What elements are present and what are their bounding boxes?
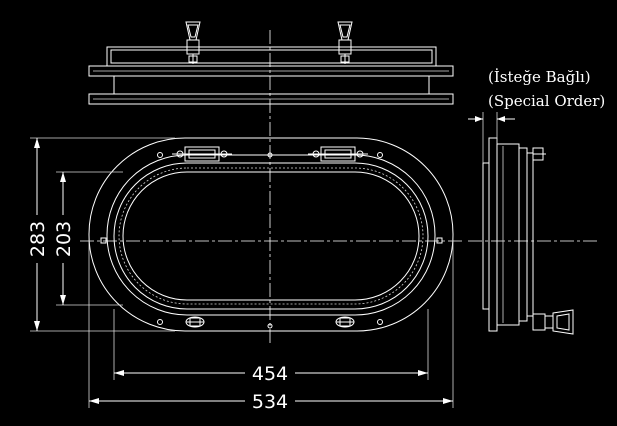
gasket-oval: [118, 167, 424, 305]
dimension-534: 534: [88, 240, 454, 413]
dimension-203: 203: [52, 171, 123, 306]
top-view: [88, 21, 454, 345]
bolt-holes: [100, 152, 443, 329]
special-order-note: (Special Order): [488, 92, 605, 110]
dimension-label-534: 534: [252, 391, 288, 413]
clamp-right: [335, 316, 355, 328]
bottom-flange: [88, 93, 454, 105]
dimension-454: 454: [113, 309, 429, 385]
outer-flange-oval: [88, 137, 454, 332]
dimension-label-283: 283: [27, 221, 49, 257]
top-handle-left: [185, 21, 201, 64]
optional-note-turkish: (İsteğe Bağlı): [488, 68, 591, 86]
frame-oval: [106, 154, 436, 316]
front-view: [80, 137, 465, 332]
top-frame: [113, 75, 430, 95]
top-handle-right: [337, 21, 353, 64]
glass-inner-oval: [122, 171, 420, 301]
hinge-right: [308, 146, 368, 162]
side-clamp-handle: [532, 309, 574, 335]
dimension-label-454: 454: [252, 363, 288, 385]
hinge-left: [172, 146, 232, 162]
side-view: [468, 112, 600, 335]
dimension-label-203: 203: [53, 221, 75, 257]
dimension-283: 283: [26, 137, 175, 332]
glass-outer-oval: [113, 162, 429, 310]
clamp-left: [185, 316, 205, 328]
